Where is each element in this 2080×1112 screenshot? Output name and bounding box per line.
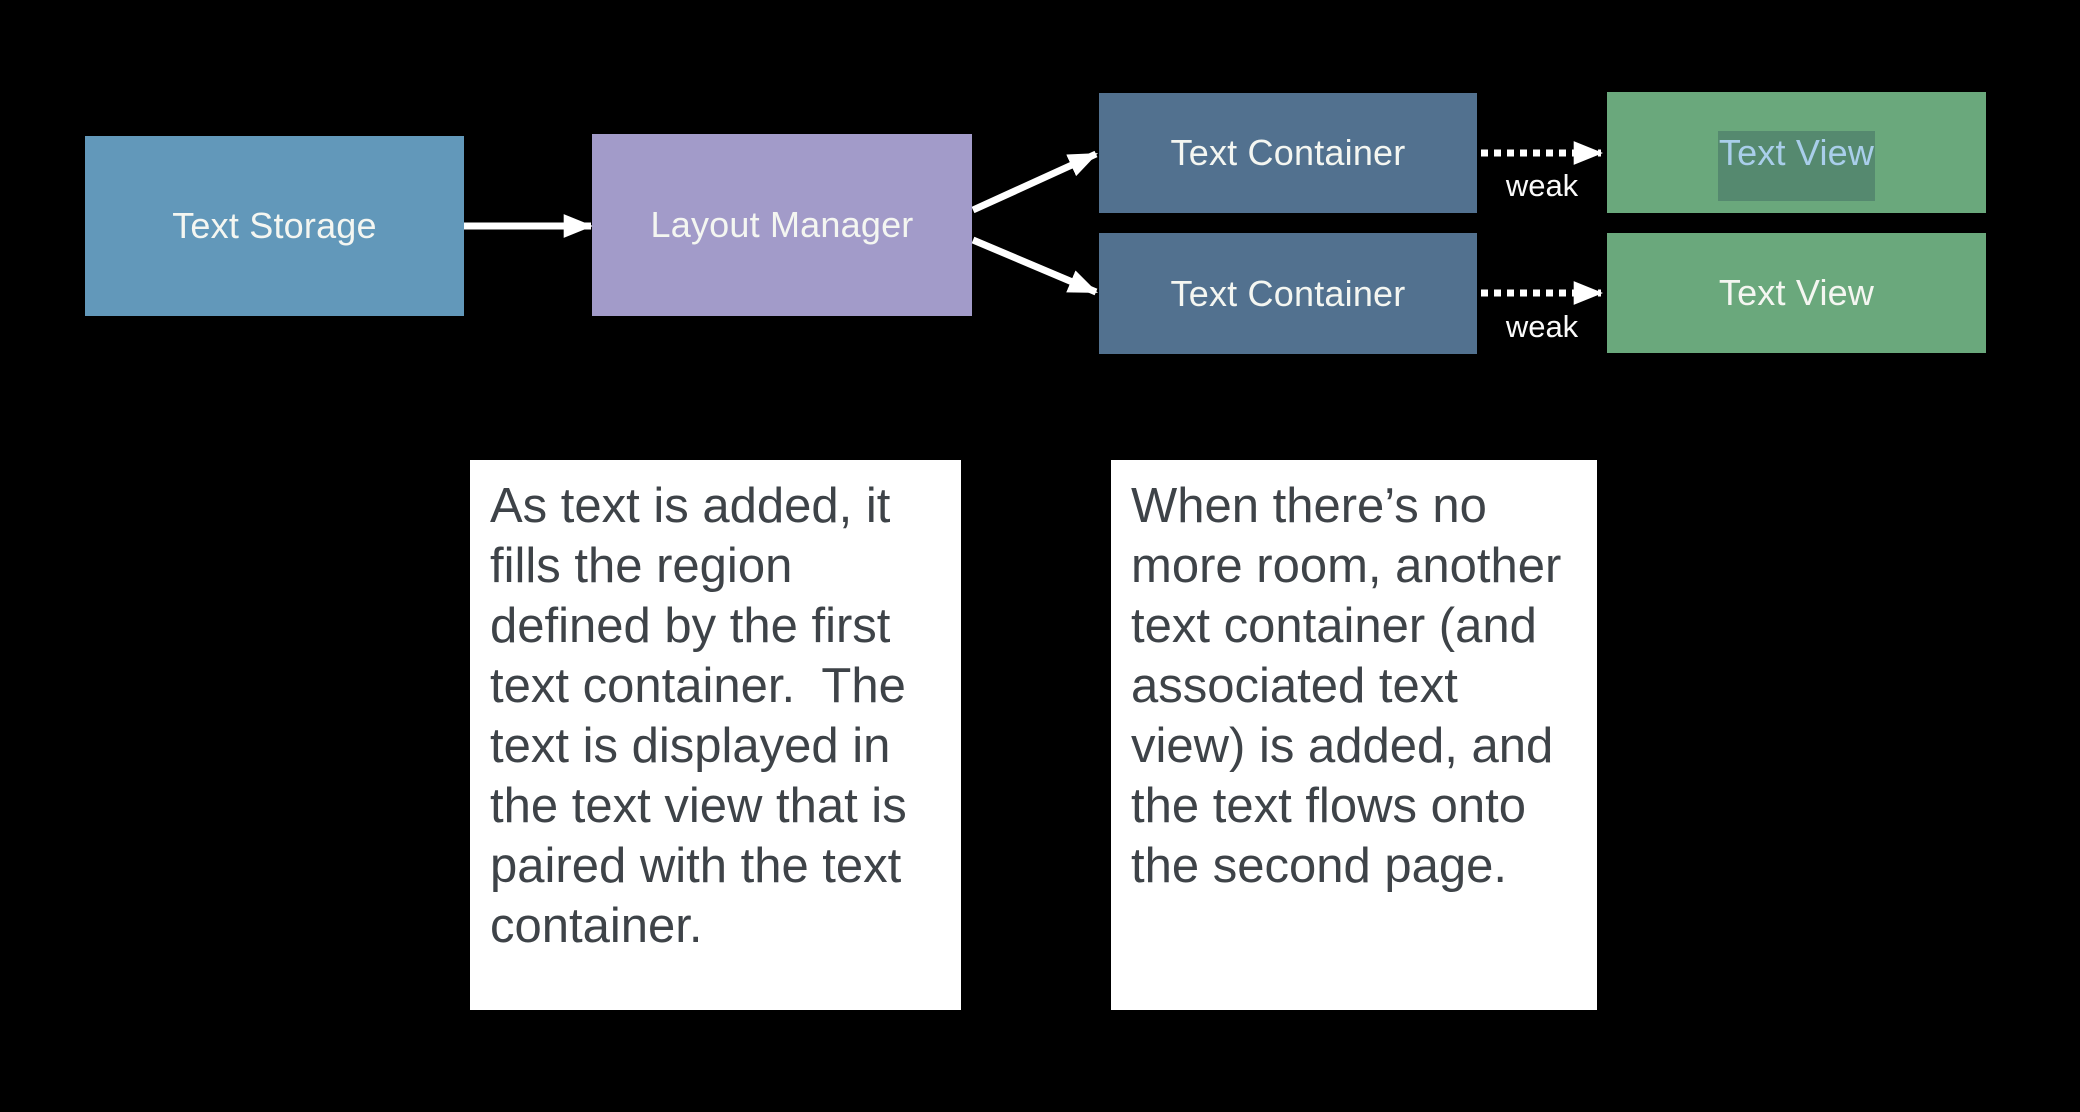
text-view-1-label: Text View [1718, 131, 1875, 173]
text-view-2-node: Text View [1607, 233, 1986, 353]
text-container-1-node: Text Container [1099, 93, 1477, 213]
layout-manager-node: Layout Manager [592, 134, 972, 316]
text-view-2-label: Text View [1718, 272, 1875, 313]
caption-text-1: As text is added, it fills the region de… [490, 479, 907, 953]
text-view-1-selection-highlight [1718, 131, 1875, 201]
text-container-2-node: Text Container [1099, 233, 1477, 354]
text-storage-node: Text Storage [85, 136, 464, 316]
text-container-2-label: Text Container [1170, 272, 1406, 314]
weak-label-1: weak [1505, 168, 1579, 203]
arrow-layout-manager-to-text-container-1 [971, 150, 1098, 214]
text-storage-label: Text Storage [172, 205, 377, 246]
layout-manager-label: Layout Manager [650, 204, 914, 245]
weak-label-2: weak [1505, 309, 1579, 344]
text-container-1-label: Text Container [1170, 132, 1406, 173]
caption-box-2: When there’s no more room, another text … [1111, 460, 1597, 1010]
text-view-1-node: Text View [1607, 92, 1986, 213]
arrow-layout-manager-to-text-container-2 [971, 236, 1098, 296]
caption-box-1: As text is added, it fills the region de… [470, 460, 961, 1010]
caption-text-2: When there’s no more room, another text … [1131, 479, 1562, 893]
